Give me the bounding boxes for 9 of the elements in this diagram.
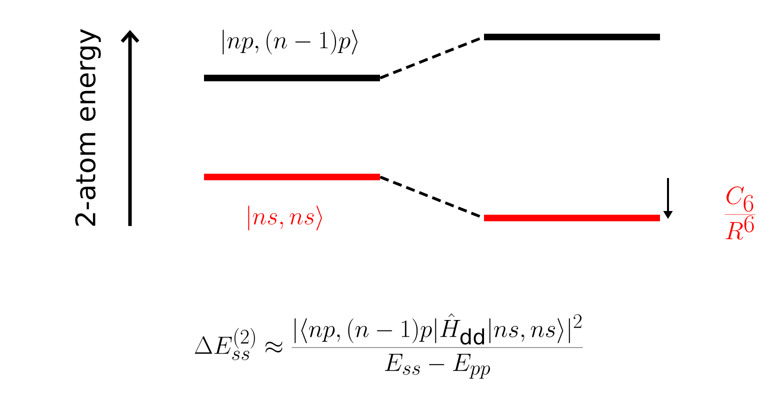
energy-formula: $\Delta E_{ss}^{(2)} \approx \frac{|\langle np,(n-1)p|\hat{H}_{\mathrm{dd}}|ns,ns\rangle|^2}{E_{ss}-E_{pp}}$ bbox=[194, 313, 583, 379]
state-label: $|np,(n-1)p\rangle$ bbox=[222, 30, 358, 54]
energy-level-bar bbox=[204, 174, 380, 180]
energy-level-bar bbox=[204, 74, 380, 82]
state-label: $|ns,ns\rangle$ bbox=[248, 206, 322, 230]
axis-label: 2-atom energy bbox=[75, 29, 101, 226]
energy-level-bar bbox=[484, 214, 660, 222]
energy-level-bar bbox=[484, 34, 660, 40]
shift-formula: $\frac{C_6}{R^6}$ bbox=[724, 186, 756, 240]
